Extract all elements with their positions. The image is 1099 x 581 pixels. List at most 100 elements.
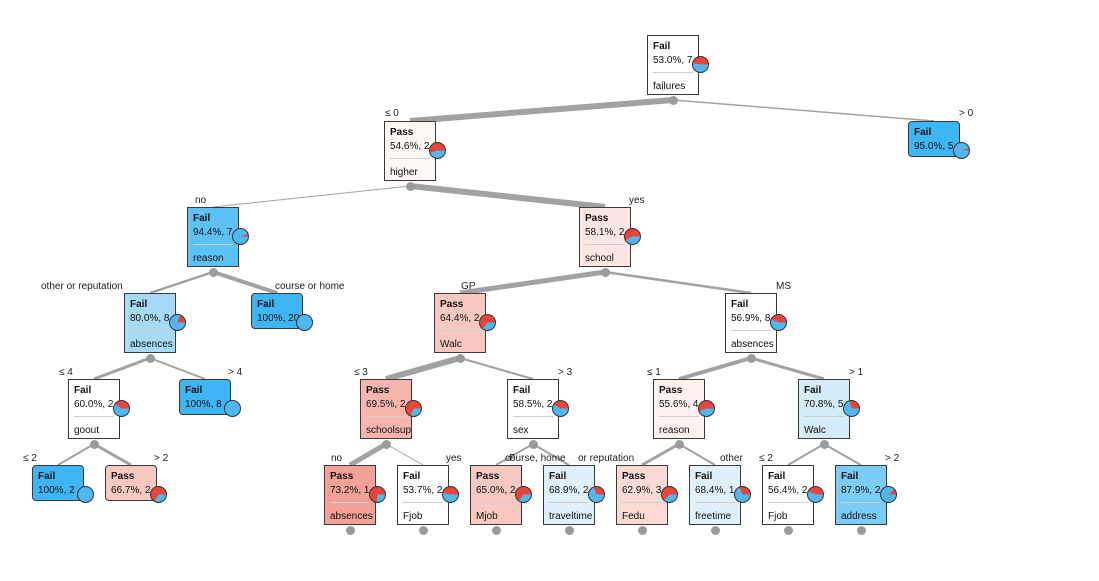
edge-label-schoolsup: ≤ 3 (354, 367, 368, 378)
node-separator (768, 502, 808, 503)
node-expand-handle[interactable] (528, 440, 538, 449)
class-distribution-pie (369, 486, 386, 503)
node-class: Pass (585, 213, 609, 224)
class-distribution-pie (150, 486, 167, 503)
node-expand-handle[interactable] (89, 440, 99, 449)
node-separator (695, 502, 735, 503)
node-separator (193, 244, 233, 245)
node-class: Fail (804, 385, 822, 396)
node-expand-handle[interactable] (746, 354, 756, 363)
node-expand-handle[interactable] (674, 440, 684, 449)
node-content: Fail 100%, 8 (180, 380, 230, 414)
edge-label-fjob2: ≤ 2 (759, 453, 773, 464)
node-expand-handle[interactable] (345, 526, 355, 535)
class-distribution-pie (843, 400, 860, 417)
node-class: Fail (914, 127, 932, 138)
node-class: Pass (330, 471, 354, 482)
node-separator (403, 502, 443, 503)
node-expand-handle[interactable] (819, 440, 829, 449)
edge-reason2-fedu (641, 442, 680, 467)
node-separator (731, 330, 771, 331)
node-expand-handle[interactable] (405, 182, 415, 191)
node-split-attribute: absences (731, 339, 774, 350)
node-value: 54.6%, 2 (390, 141, 430, 152)
node-expand-handle[interactable] (668, 96, 678, 105)
edge-label-absences3: no (331, 453, 343, 464)
node-value: 80.0%, 8 (130, 313, 170, 324)
node-expand-handle[interactable] (208, 268, 218, 277)
node-expand-handle[interactable] (564, 526, 574, 535)
node-value: 100%, 8 (185, 399, 222, 410)
edge-walc1-schoolsup (385, 355, 461, 382)
node-value: 66.7%, 2 (111, 485, 151, 496)
node-expand-handle[interactable] (381, 440, 391, 449)
node-expand-handle[interactable] (600, 268, 610, 277)
edge-label-pass667: > 2 (154, 453, 169, 464)
class-distribution-pie (77, 486, 94, 503)
node-class: Pass (659, 385, 683, 396)
node-expand-handle[interactable] (783, 526, 793, 535)
node-value: 68.4%, 1 (695, 485, 735, 496)
node-split-attribute: reason (659, 425, 690, 436)
edge-label-traveltime: course, home (505, 453, 566, 464)
class-distribution-pie (515, 486, 532, 503)
class-distribution-pie (770, 314, 787, 331)
node-expand-handle[interactable] (710, 526, 720, 535)
node-expand-handle[interactable] (418, 526, 428, 535)
node-expand-handle[interactable] (455, 354, 465, 363)
node-value: 87.9%, 2 (841, 485, 881, 496)
node-split-attribute: absences (330, 511, 373, 522)
class-distribution-pie (169, 314, 186, 331)
node-value: 65.0%, 2 (476, 485, 516, 496)
class-distribution-pie (429, 142, 446, 159)
node-class: Fail (841, 471, 859, 482)
edge-sex-mjob (495, 443, 534, 466)
node-class: Fail (185, 385, 203, 396)
class-distribution-pie (232, 228, 249, 245)
node-expand-handle[interactable] (145, 354, 155, 363)
tree-node-fail100b[interactable]: Fail 100%, 8 (179, 379, 241, 417)
node-value: 94.4%, 7 (193, 227, 233, 238)
node-expand-handle[interactable] (637, 526, 647, 535)
node-expand-handle[interactable] (491, 526, 501, 535)
class-distribution-pie (588, 486, 605, 503)
node-expand-handle[interactable] (856, 526, 866, 535)
edge-goout-pass667 (93, 442, 132, 467)
edge-root-higher (409, 97, 674, 124)
node-value: 69.5%, 2 (366, 399, 406, 410)
edge-absences1-goout (93, 356, 151, 381)
node-separator (659, 416, 699, 417)
edge-schoolsup-absences3 (348, 441, 388, 468)
